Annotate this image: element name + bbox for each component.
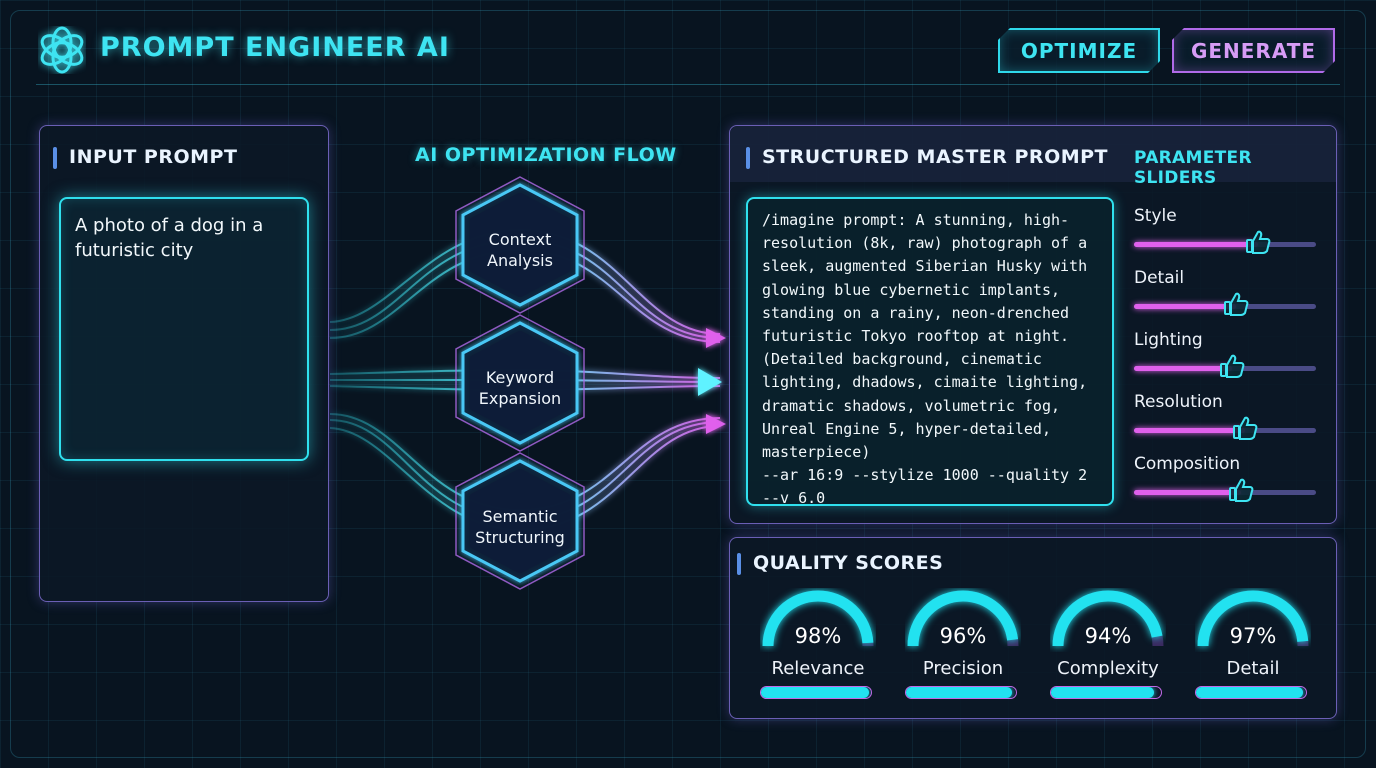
thumbs-up-icon[interactable]	[1227, 476, 1255, 504]
gauge-value: 94%	[1084, 624, 1132, 648]
thumbs-up-icon[interactable]	[1222, 290, 1250, 318]
slider-fill	[1134, 428, 1246, 433]
gauge-progress-bar	[905, 686, 1017, 699]
flow-arrowheads	[698, 328, 726, 434]
slider-fill	[1134, 490, 1242, 495]
slider-fill	[1134, 304, 1236, 309]
master-prompt-panel: STRUCTURED MASTER PROMPT PARAMETER SLIDE…	[729, 125, 1337, 524]
gauge-progress-fill	[1196, 687, 1303, 698]
gauge-complexity: 94% Complexity	[1050, 588, 1166, 708]
quality-scores-title: QUALITY SCORES	[736, 552, 944, 575]
quality-scores-panel: QUALITY SCORES 98% Relevance 96% Precisi…	[729, 537, 1337, 719]
parameter-sliders-title: PARAMETER SLIDERS	[1134, 148, 1252, 188]
input-prompt-panel: INPUT PROMPT A photo of a dog in a futur…	[39, 125, 329, 602]
hex-context-analysis[interactable]	[461, 183, 579, 307]
gauge-progress-bar	[1195, 686, 1307, 699]
flow-step-keyword-expansion: Keyword Expansion	[465, 367, 575, 409]
slider-track[interactable]	[1134, 428, 1316, 433]
slider-label: Style	[1134, 206, 1177, 226]
gauge-value: 98%	[794, 624, 842, 648]
app-title: PROMPT ENGINEER AI	[100, 32, 450, 63]
flow-step-line: Keyword	[485, 368, 555, 387]
gauge-precision: 96% Precision	[905, 588, 1021, 708]
gauge-relevance: 98% Relevance	[760, 588, 876, 708]
optimization-flow-diagram	[330, 176, 726, 590]
input-prompt-title: INPUT PROMPT	[52, 146, 238, 169]
gauge-value: 96%	[939, 624, 987, 648]
slider-composition[interactable]: Composition	[1134, 454, 1316, 504]
flow-step-context-analysis: Context Analysis	[465, 229, 575, 271]
master-prompt-text[interactable]: /imagine prompt: A stunning, high-resolu…	[746, 197, 1114, 506]
slider-label: Composition	[1134, 454, 1241, 474]
gauge-label: Detail	[1226, 658, 1280, 679]
slider-lighting[interactable]: Lighting	[1134, 330, 1316, 380]
gauge-arc	[907, 590, 1019, 647]
slider-label: Resolution	[1134, 392, 1223, 412]
slider-label: Lighting	[1134, 330, 1203, 350]
gauge-arc	[1197, 590, 1309, 647]
header: PROMPT ENGINEER AI OPTIMIZE GENERATE	[0, 0, 1376, 90]
thumbs-up-icon[interactable]	[1218, 352, 1246, 380]
slider-track[interactable]	[1134, 242, 1316, 247]
header-divider	[36, 84, 1340, 85]
gauge-progress-bar	[1050, 686, 1162, 699]
thumbs-up-icon[interactable]	[1244, 228, 1272, 256]
gauge-progress-fill	[906, 687, 1012, 698]
gauge-arc	[762, 590, 874, 647]
master-prompt-header	[730, 126, 1336, 182]
flow-step-line: Context	[488, 230, 552, 249]
slider-resolution[interactable]: Resolution	[1134, 392, 1316, 442]
gauge-detail: 97% Detail	[1195, 588, 1311, 708]
slider-label: Detail	[1134, 268, 1185, 288]
gauge-label: Precision	[922, 658, 1004, 679]
hex-keyword-expansion[interactable]	[461, 321, 579, 445]
slider-track[interactable]	[1134, 490, 1316, 495]
gauge-label: Relevance	[771, 658, 865, 679]
flow-step-line: Semantic	[482, 507, 558, 526]
slider-fill	[1134, 242, 1258, 247]
flow-step-line: Structuring	[475, 528, 565, 547]
gauge-arc	[1052, 590, 1164, 647]
flow-step-line: Analysis	[487, 251, 553, 270]
gauge-progress-bar	[760, 686, 872, 699]
thumbs-up-icon[interactable]	[1231, 414, 1259, 442]
slider-detail[interactable]: Detail	[1134, 268, 1316, 318]
input-prompt-field[interactable]: A photo of a dog in a futuristic city	[59, 197, 309, 461]
slider-fill	[1134, 366, 1233, 371]
gauge-label: Complexity	[1057, 658, 1159, 679]
slider-style[interactable]: Style	[1134, 206, 1316, 256]
gauge-progress-fill	[761, 687, 869, 698]
generate-button[interactable]: GENERATE	[1172, 28, 1335, 73]
optimize-button[interactable]: OPTIMIZE	[998, 28, 1160, 73]
master-prompt-title: STRUCTURED MASTER PROMPT	[745, 146, 1109, 169]
gauge-progress-fill	[1051, 687, 1155, 698]
gauge-value: 97%	[1229, 624, 1277, 648]
flow-title: AI OPTIMIZATION FLOW	[415, 144, 677, 166]
flow-step-semantic-structuring: Semantic Structuring	[465, 506, 575, 548]
openai-knot-icon	[40, 26, 84, 74]
hex-semantic-structuring[interactable]	[461, 459, 579, 583]
flow-step-line: Expansion	[478, 389, 562, 408]
